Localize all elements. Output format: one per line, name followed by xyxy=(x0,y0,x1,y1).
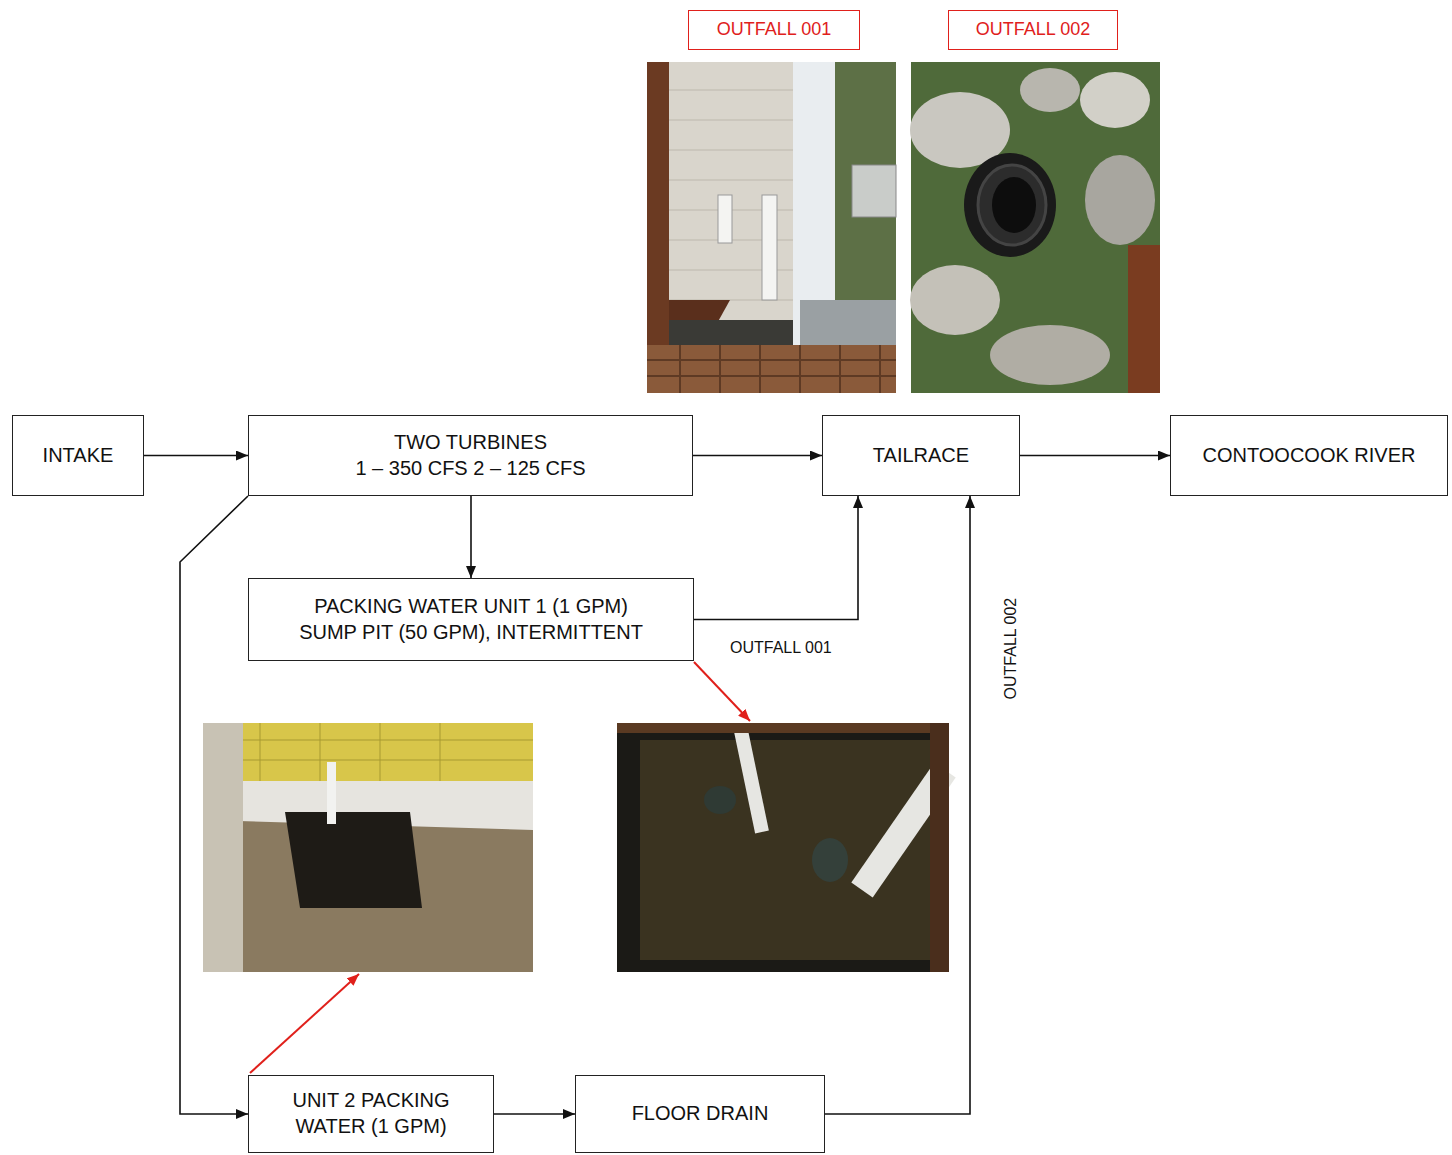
box-text: PACKING WATER UNIT 1 (1 GPM) SUMP PIT (5… xyxy=(284,594,659,645)
process-box: TAILRACE xyxy=(822,415,1020,496)
outfall-tag: OUTFALL 002 xyxy=(948,10,1118,50)
flow-arrow xyxy=(144,455,248,457)
process-box: CONTOOCOOK RIVER xyxy=(1170,415,1448,496)
process-box: TWO TURBINES1 – 350 CFS 2 – 125 CFS xyxy=(248,415,693,496)
process-box: PACKING WATER UNIT 1 (1 GPM) SUMP PIT (5… xyxy=(248,578,694,661)
outfall-photo xyxy=(910,62,1160,393)
flow-arrow xyxy=(694,496,858,620)
leader-arrow xyxy=(694,662,750,721)
box-text: 1 – 350 CFS 2 – 125 CFS xyxy=(355,456,585,482)
box-text: CONTOOCOOK RIVER xyxy=(1203,443,1416,469)
box-text: OUTFALL 002 xyxy=(976,18,1090,41)
flow-arrow xyxy=(494,1113,575,1115)
process-box: FLOOR DRAIN xyxy=(575,1075,825,1153)
box-text: TWO TURBINES xyxy=(394,430,547,456)
process-box: INTAKE xyxy=(12,415,144,496)
flow-arrow xyxy=(693,455,822,457)
box-text: INTAKE xyxy=(43,443,114,469)
outfall-photo xyxy=(647,62,896,393)
leader-arrow xyxy=(250,974,359,1073)
box-text: FLOOR DRAIN xyxy=(632,1101,769,1127)
outfall-tag: OUTFALL 001 xyxy=(688,10,860,50)
flow-arrow xyxy=(180,496,248,1114)
box-text: TAILRACE xyxy=(873,443,969,469)
box-text: OUTFALL 001 xyxy=(717,18,831,41)
process-box: UNIT 2 PACKING WATER (1 GPM) xyxy=(248,1075,494,1153)
flow-arrow xyxy=(825,496,970,1114)
outfall-label: OUTFALL 001 xyxy=(728,638,834,657)
flow-arrow xyxy=(1020,455,1170,457)
outfall-label: OUTFALL 002 xyxy=(1001,595,1020,701)
sump-photo xyxy=(617,723,949,972)
pit-photo xyxy=(203,723,533,972)
flow-arrow xyxy=(470,496,472,578)
box-text: UNIT 2 PACKING WATER (1 GPM) xyxy=(259,1088,483,1139)
